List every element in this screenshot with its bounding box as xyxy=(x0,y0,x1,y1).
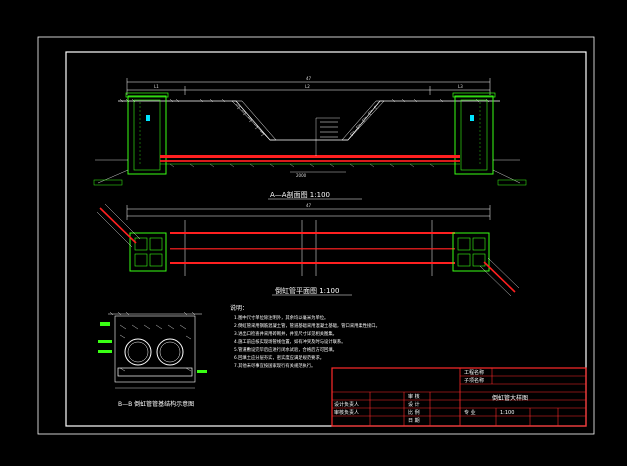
plan-title: 倒虹管平面图 1:100 xyxy=(275,286,339,295)
tb-row-designer: 设计负责人 xyxy=(334,401,359,408)
detail-pipe-right-inner xyxy=(159,341,181,363)
title-block-frame xyxy=(331,367,587,427)
left-pipe-tag xyxy=(93,179,123,186)
left-manhole-inner xyxy=(133,99,161,171)
dim-l3-label: L3 xyxy=(458,84,463,89)
note-line: 2.倒虹管采用钢筋混凝土管，管道基础采用混凝土基础，管口采用柔性接口。 xyxy=(234,322,380,329)
right-leader-2 xyxy=(492,169,521,184)
detail-pipe-right xyxy=(156,338,184,366)
note-line: 7.其他未尽事宜按国家现行有关规范执行。 xyxy=(234,362,315,369)
tb-ratio-label: 专 业 xyxy=(464,409,476,416)
right-pipe-tag xyxy=(497,179,527,186)
dim-total-label: 47 xyxy=(306,76,312,81)
dim-l1-label: L1 xyxy=(154,84,159,89)
tb-sub-label: 子项名称 xyxy=(464,377,484,384)
tb-cell-review: 审 核 xyxy=(408,393,420,400)
detail-title: B—B 倒虹管管基结构示意图 xyxy=(118,400,194,408)
plan-pipe-bottom xyxy=(170,262,455,264)
plan-dim-total: 47 xyxy=(306,203,312,208)
ground-hatch-right xyxy=(391,98,490,103)
detail-bb-view[interactable]: B—B 倒虹管管基结构示意图 xyxy=(98,311,207,408)
plan-right-chamber-inner-d xyxy=(472,253,486,267)
plan-left-inlet-wall xyxy=(96,203,141,248)
left-manhole-marker xyxy=(146,115,150,121)
detail-pipe-left-inner xyxy=(127,341,149,363)
pipe-base-hatch xyxy=(169,163,435,168)
tb-project-label: 工程名称 xyxy=(464,369,484,376)
tb-cell-date: 日 期 xyxy=(408,418,420,424)
detail-green-tag-3 xyxy=(98,350,112,353)
title-block[interactable]: 工程名称 子项名称 倒虹管大样图 设计负责人 审核负责人 审 核 设 计 比 例… xyxy=(331,367,587,427)
plan-left-chamber-inner-c xyxy=(134,253,148,267)
detail-concrete-base xyxy=(117,367,193,377)
left-riprap-slope xyxy=(231,100,277,141)
plan-pipe-middle xyxy=(170,248,455,250)
center-note-lines xyxy=(320,121,338,138)
right-manhole-cover xyxy=(452,92,496,98)
tb-scale-value: 1:100 xyxy=(500,410,514,416)
left-leader-2 xyxy=(97,169,129,184)
tb-cell-scale: 比 例 xyxy=(408,409,420,416)
section-title: A—A剖面图 1:100 xyxy=(270,190,330,199)
plan-right-outlet-wall xyxy=(479,257,520,297)
pipe-dim-label: 2000 xyxy=(296,173,307,178)
dim-l2-label: L2 xyxy=(305,84,310,89)
note-line: 1.图中尺寸单位除注明外，其余均以毫米为单位。 xyxy=(234,314,328,321)
siphon-pipe-upper xyxy=(160,155,460,158)
notes-block: 说明： 1.图中尺寸单位除注明外，其余均以毫米为单位。 2.倒虹管采用钢筋混凝土… xyxy=(230,304,380,369)
detail-backfill-hatch xyxy=(119,324,192,372)
plan-view[interactable]: 47 倒虹管平面图 1:100 xyxy=(96,203,520,297)
plan-right-chamber-inner-c xyxy=(457,253,471,267)
inner-frame xyxy=(65,51,587,427)
detail-trench-outline xyxy=(114,315,196,383)
detail-green-tag-1 xyxy=(100,322,110,326)
notes-heading: 说明： xyxy=(230,304,248,312)
tb-row-reviewer: 审核负责人 xyxy=(334,409,359,416)
plan-right-chamber xyxy=(452,232,490,272)
tb-cell-design: 设 计 xyxy=(408,401,420,408)
detail-pipe-left xyxy=(124,338,152,366)
plan-left-chamber-inner-d xyxy=(149,253,163,267)
section-aa-view[interactable]: 47 L1 L2 L3 xyxy=(93,76,527,200)
detail-green-tag-2 xyxy=(98,340,112,343)
left-riprap-fill xyxy=(235,103,265,137)
tb-drawing-title: 倒虹管大样图 xyxy=(492,394,528,402)
right-riprap-slope xyxy=(341,100,385,141)
plan-left-chamber-inner-b xyxy=(149,237,163,251)
detail-green-tag-4 xyxy=(197,370,207,373)
note-line: 6.回填土应分层夯实，密实度应满足规范要求。 xyxy=(234,354,324,361)
outer-frame xyxy=(37,36,595,435)
plan-left-inlet xyxy=(99,207,137,244)
ground-line xyxy=(118,100,500,141)
note-line: 4.施工前应核实现场管线位置，如有冲突及时与设计联系。 xyxy=(234,338,346,345)
note-line: 3.进出口检查井采用砖砌井，井室尺寸详见相关图集。 xyxy=(234,330,337,337)
siphon-pipe-lower xyxy=(160,160,460,162)
left-manhole-cover xyxy=(125,92,169,98)
plan-left-chamber-inner-a xyxy=(134,237,148,251)
right-manhole-wall xyxy=(454,95,494,175)
detail-ground-hatch xyxy=(109,311,196,316)
plan-left-chamber xyxy=(129,232,167,272)
plan-right-outlet xyxy=(483,261,516,293)
plan-pipe-top xyxy=(170,232,455,234)
plan-right-chamber-inner-a xyxy=(457,237,471,251)
ground-hatch-left xyxy=(119,98,226,103)
right-manhole-marker xyxy=(470,115,474,121)
right-manhole-inner xyxy=(460,99,488,171)
left-manhole-wall xyxy=(127,95,167,175)
plan-right-chamber-inner-b xyxy=(472,237,486,251)
right-riprap-fill xyxy=(349,103,379,137)
note-line: 5.管道敷设完毕后应进行闭水试验，合格后方可回填。 xyxy=(234,346,337,353)
